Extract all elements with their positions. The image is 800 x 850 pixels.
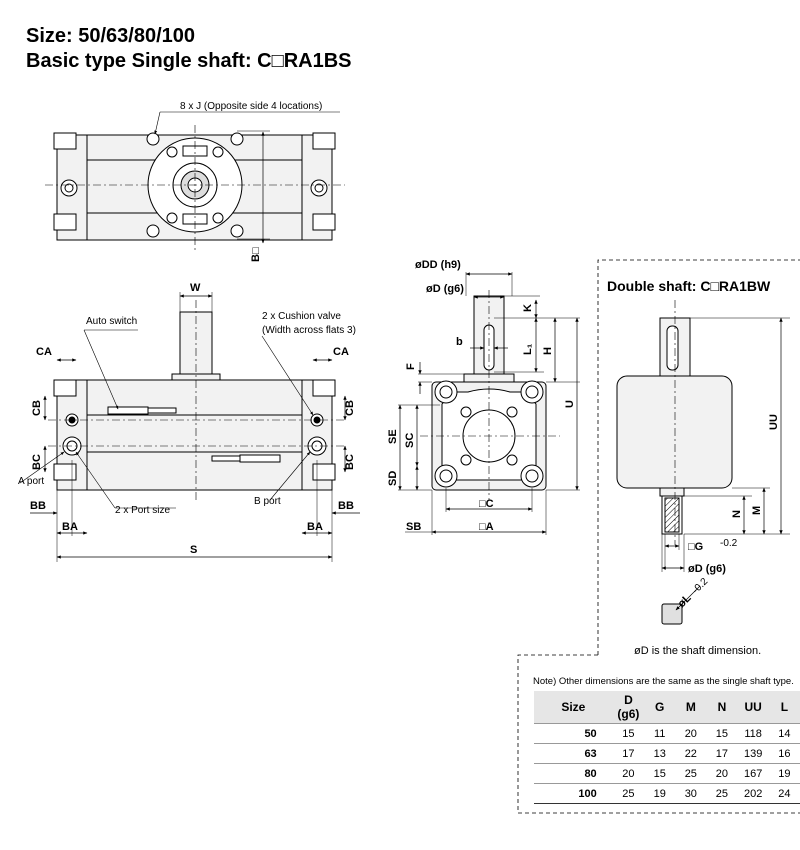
table-cell: 13 [644,743,676,764]
table-cell: 25 [612,783,645,804]
table-cell: 17 [612,743,645,764]
dim-k: K [522,304,534,312]
dim-d: øD (g6) [426,283,464,295]
table-header: N [706,691,738,724]
dim-n: N [731,510,743,518]
table-header: G [644,691,676,724]
table-note: Note) Other dimensions are the same as t… [533,676,794,687]
double-shaft-body [616,375,733,489]
shaft-dimension-note: øD is the shaft dimension. [634,645,762,657]
table-header: M [675,691,707,724]
table-row: 100 25 19 30 25 202 24 [534,783,800,804]
table-cell: 139 [737,743,769,764]
table-row: 63 17 13 22 17 139 16 [534,743,800,764]
table-cell: 19 [768,763,800,784]
dimension-table: Size D (g6) G M N UU L 50 15 11 20 15 11… [534,691,800,804]
table-cell: 25 [675,763,707,784]
table-cell: 15 [706,723,738,744]
a-port-label: A port [18,476,44,487]
table-cell: 63 [534,743,613,764]
dim-l1: L₁ [522,343,534,355]
dim-ba-right: BA [307,521,323,533]
table-cell: 25 [706,783,738,804]
screw-icon [460,406,472,418]
dim-bb-right: BB [338,500,354,512]
dim-b: B□ [250,247,262,262]
dim-m: M [751,506,763,515]
table-cell: 22 [675,743,707,764]
keyway [483,324,495,371]
table-cell: 24 [768,783,800,804]
table-cell: 11 [644,723,676,744]
dim-sc: SC [404,433,416,448]
table-cell: 15 [644,763,676,784]
table-cell: 20 [612,763,645,784]
dim-bb-left: BB [30,500,46,512]
auto-switch-top [107,406,149,415]
table-cell: 15 [612,723,645,744]
side-view [398,272,580,535]
table-cell: 202 [737,783,769,804]
hole-callout: 8 x J (Opposite side 4 locations) [180,101,322,112]
table-row: 50 15 11 20 15 118 14 [534,723,800,744]
table-cell: 19 [644,783,676,804]
dim-cb-left: CB [31,400,43,416]
dim-c: □C [479,498,494,510]
table-header: Size [534,691,613,724]
b-port-label: B port [254,496,281,507]
dim-bc-right: BC [344,454,356,470]
type-title: Basic type Single shaft: C□RA1BS [26,50,352,72]
dim-dd: øDD (h9) [415,259,461,271]
dim-g: □G [688,541,703,553]
dim-g-tolerance: -0.2 [720,538,738,549]
dim-se: SE [387,429,399,444]
auto-switch-bottom [239,454,281,463]
table-cell: 20 [706,763,738,784]
dim-w: W [190,282,201,294]
double-shaft-title: Double shaft: C□RA1BW [607,278,771,294]
double-shaft-panel [517,259,800,814]
table-cell: 14 [768,723,800,744]
dim-b-small: b [456,336,463,348]
auto-switch-label: Auto switch [86,316,137,327]
table-cell: 16 [768,743,800,764]
dim-uu: UU [768,414,780,430]
table-cell: 167 [737,763,769,784]
dim-sb: SB [406,521,421,533]
dim-bc-left: BC [31,454,43,470]
table-cell: 50 [534,723,613,744]
dim-ca-right: CA [333,346,349,358]
dim-ca-left: CA [36,346,52,358]
table-cell: 80 [534,763,613,784]
table-header-row: Size D (g6) G M N UU L [534,691,800,724]
cushion-valve-sub-label: (Width across flats 3) [262,325,356,336]
table-cell: 20 [675,723,707,744]
dim-cb-right: CB [344,400,356,416]
dim-f: F [405,363,417,370]
dim-double-d: øD (g6) [688,563,726,575]
dim-s: S [190,544,197,556]
dim-a: □A [479,521,494,533]
table-cell: 118 [737,723,769,744]
front-body [86,379,303,491]
dim-ba-left: BA [62,521,78,533]
port-size-label: 2 x Port size [115,505,170,516]
table-header: D (g6) [612,691,645,724]
table-cell: 17 [706,743,738,764]
dim-u: U [564,400,576,408]
dim-h: H [542,347,554,355]
table-cell: 30 [675,783,707,804]
front-view [19,292,360,562]
table-header: L [768,691,800,724]
cushion-valve-label: 2 x Cushion valve [262,311,341,322]
table-header: UU [737,691,769,724]
mounting-hole-icon [146,132,244,238]
dim-sd: SD [387,471,399,486]
size-title: Size: 50/63/80/100 [26,25,196,47]
top-view [45,111,345,250]
table-cell: 100 [534,783,613,804]
table-row: 80 20 15 25 20 167 19 [534,763,800,784]
